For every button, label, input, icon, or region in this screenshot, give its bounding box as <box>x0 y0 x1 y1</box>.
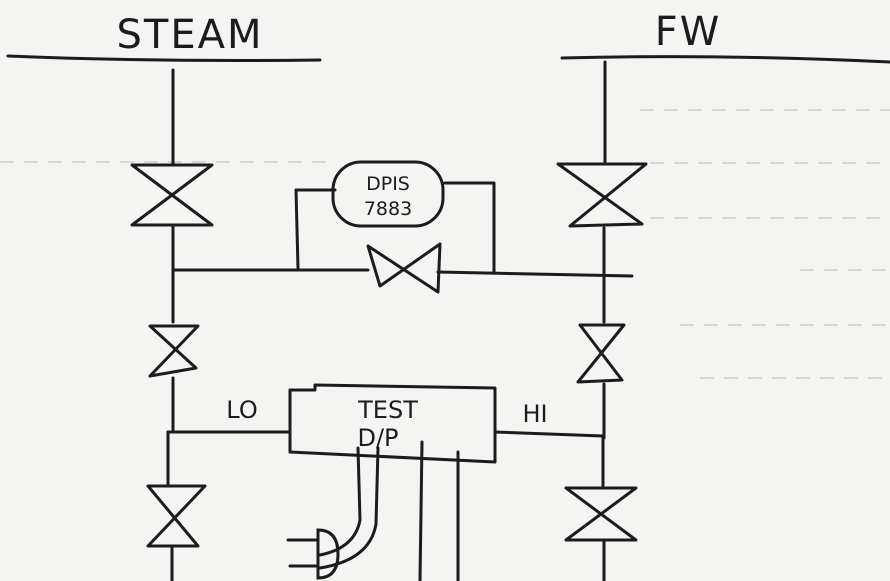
fw-header-label: FW <box>655 9 722 55</box>
drain-lines <box>318 446 380 570</box>
hi-impulse-line <box>493 430 605 438</box>
steam-header-line <box>6 54 322 62</box>
plug-icon <box>286 528 340 580</box>
steam-leg <box>166 68 175 581</box>
test-dp-box <box>288 383 497 464</box>
dpis-tag-line1: DPIS <box>366 173 410 195</box>
output-lines <box>418 440 460 581</box>
equalizing-valve-icon <box>366 242 442 294</box>
test-box-line2: D/P <box>357 424 398 452</box>
fw-root-valve-icon <box>556 162 648 228</box>
dpis-tag-line2: 7883 <box>364 198 412 220</box>
paper-rules <box>0 109 890 379</box>
fw-leg <box>601 60 607 581</box>
fw-isolation-valve-icon <box>576 323 626 384</box>
steam-root-valve-icon <box>130 163 214 227</box>
dpis-loop <box>294 181 496 274</box>
fw-drain-valve-icon <box>564 486 638 542</box>
hi-tap-label: HI <box>522 400 547 428</box>
steam-header-label: STEAM <box>117 12 264 58</box>
steam-drain-valve-icon <box>146 484 207 548</box>
lo-tap-label: LO <box>226 396 257 424</box>
test-box-line1: TEST <box>357 396 418 424</box>
equalizer-line <box>171 268 634 278</box>
dpis-tag-bubble <box>331 160 445 228</box>
fw-header-line <box>560 55 890 64</box>
steam-isolation-valve-icon <box>148 324 200 378</box>
